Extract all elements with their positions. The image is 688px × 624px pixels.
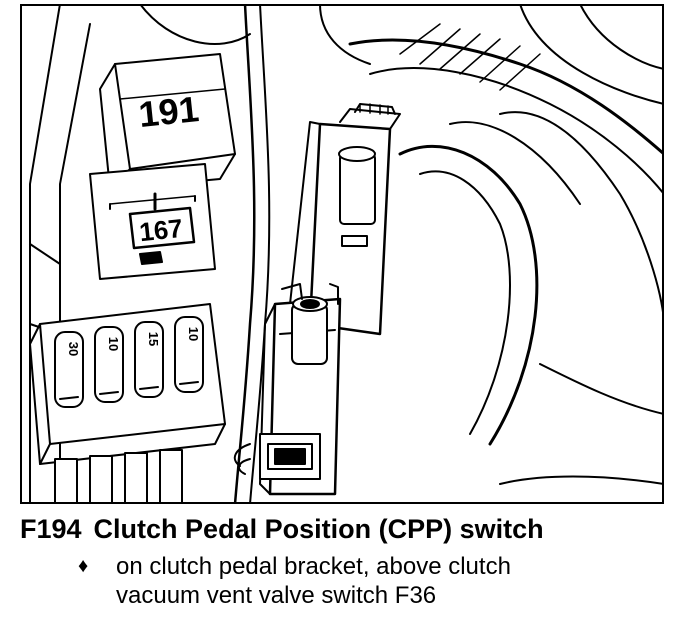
line-drawing: 191 167 30 10 15 10 [20, 4, 664, 504]
fuse-label: 10 [106, 337, 121, 351]
fuse-label: 15 [146, 332, 161, 346]
location-note: ♦ on clutch pedal bracket, above clutch … [78, 552, 680, 610]
fuse-label: 30 [66, 342, 81, 356]
location-text: on clutch pedal bracket, above clutch va… [116, 553, 511, 609]
component-location-illustration: 191 167 30 10 15 10 [20, 4, 664, 504]
figure-caption: F194 Clutch Pedal Position (CPP) switch ♦… [20, 512, 680, 610]
component-title: F194 Clutch Pedal Position (CPP) switch [20, 512, 680, 546]
relay-167-label: 167 [138, 213, 184, 247]
component-code: F194 [20, 514, 82, 544]
bullet-diamond-icon: ♦ [78, 555, 89, 577]
fuse-label: 10 [186, 327, 201, 341]
component-name: Clutch Pedal Position (CPP) switch [93, 514, 544, 544]
relay-191-label: 191 [137, 88, 201, 135]
